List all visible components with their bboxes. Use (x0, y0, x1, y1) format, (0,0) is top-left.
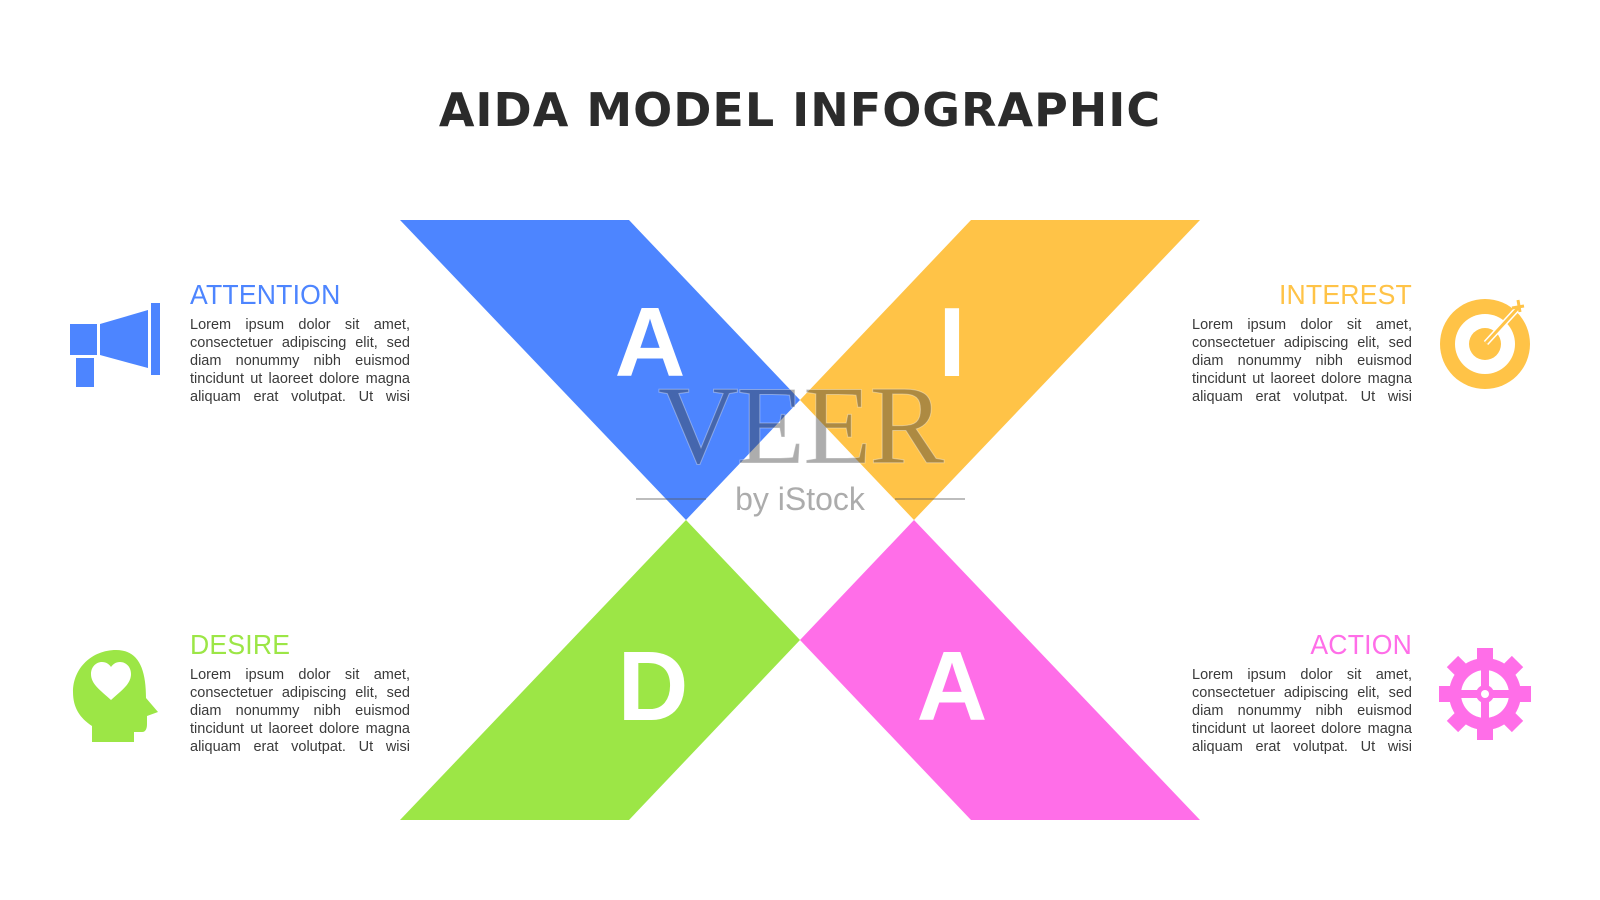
action-segment (800, 520, 1200, 820)
desire-description: Lorem ipsum dolor sit amet, consectetuer… (190, 667, 410, 755)
action-block: ACTION Lorem ipsum dolor sit amet, conse… (1192, 630, 1412, 756)
desire-segment (400, 520, 800, 820)
letter-i-interest: I (938, 287, 966, 397)
letter-d-desire: D (617, 631, 689, 741)
desire-heading: DESIRE (190, 629, 291, 660)
interest-segment (800, 220, 1200, 520)
head-heart-icon (70, 648, 162, 744)
attention-description: Lorem ipsum dolor sit amet, consectetuer… (190, 317, 410, 405)
desire-block: DESIRE Lorem ipsum dolor sit amet, conse… (190, 630, 410, 756)
action-heading: ACTION (1310, 629, 1412, 660)
action-description: Lorem ipsum dolor sit amet, consectetuer… (1192, 667, 1412, 755)
interest-heading: INTEREST (1278, 279, 1412, 310)
page-title: AIDA MODEL INFOGRAPHIC (438, 83, 1162, 137)
megaphone-icon (66, 300, 166, 392)
attention-block: ATTENTION Lorem ipsum dolor sit amet, co… (190, 280, 410, 406)
interest-block: INTEREST Lorem ipsum dolor sit amet, con… (1192, 280, 1412, 406)
attention-segment (400, 220, 800, 520)
attention-heading: ATTENTION (190, 279, 341, 310)
target-icon (1436, 294, 1536, 394)
gear-icon (1436, 645, 1536, 745)
interest-description: Lorem ipsum dolor sit amet, consectetuer… (1192, 317, 1412, 405)
letter-a-attention: A (614, 287, 686, 397)
letter-a-action: A (916, 631, 988, 741)
